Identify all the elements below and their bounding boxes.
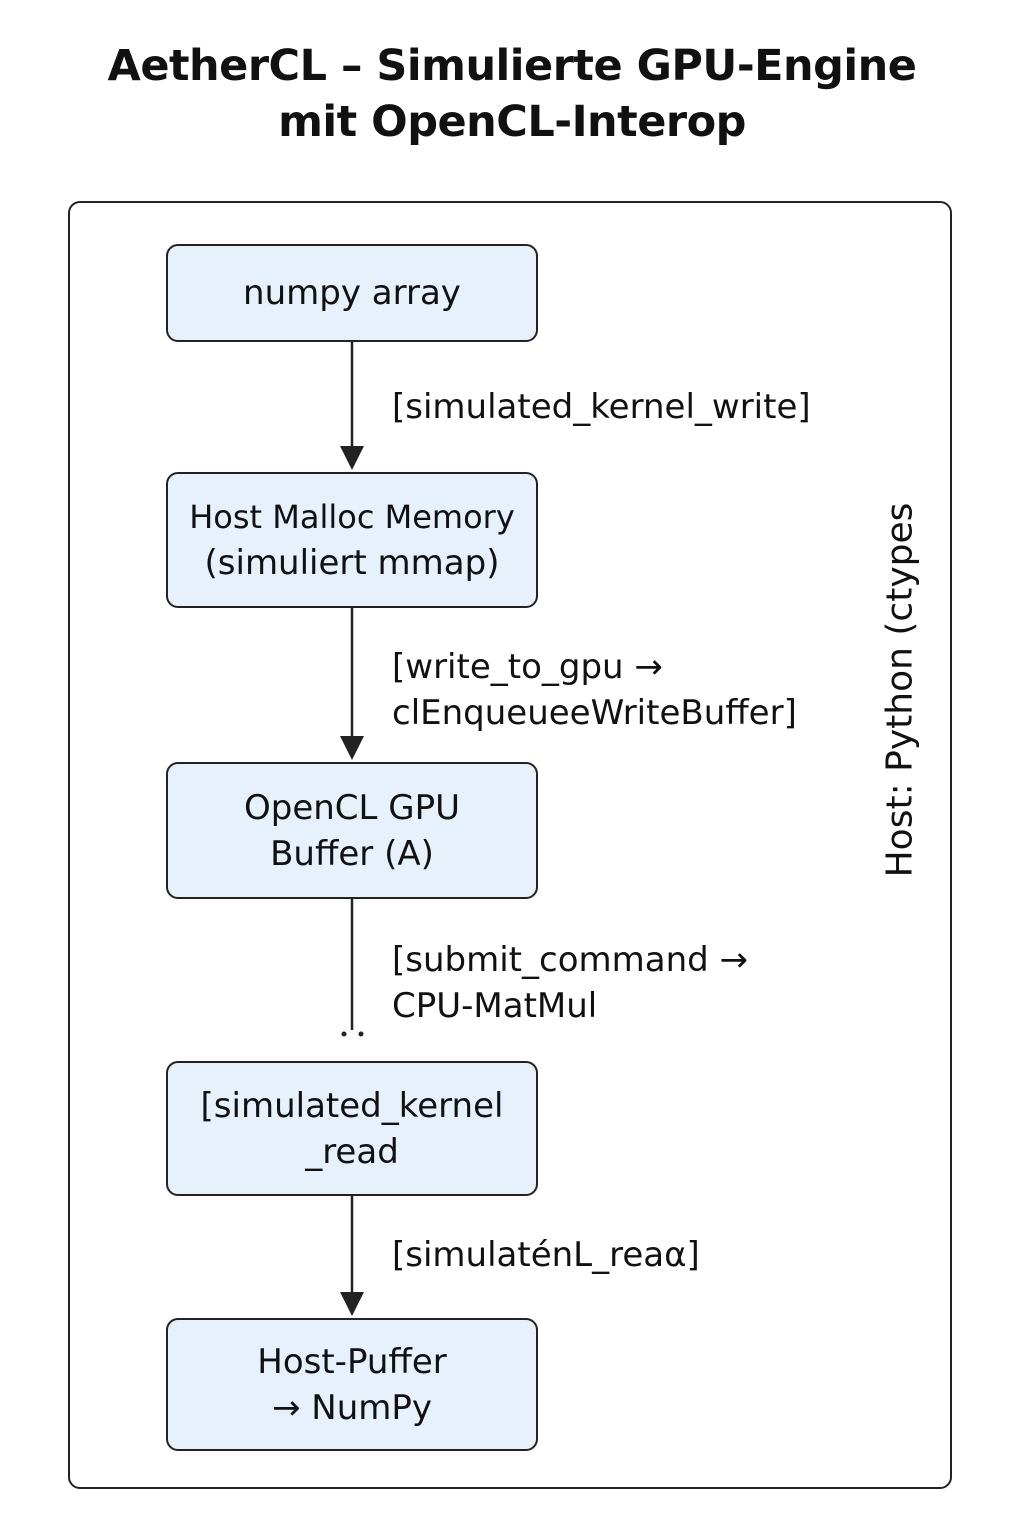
- node-simulated-kernel-read: [simulated_kernel _read: [166, 1061, 538, 1196]
- node-5-line-1: Host-Puffer: [257, 1341, 447, 1382]
- title-line-1: AetherCL – Simulierte GPU-Engine: [107, 41, 917, 91]
- node-3-line-1: OpenCL GPU: [243, 787, 461, 828]
- arrow-3-dot-right: [358, 1031, 364, 1037]
- edge-label-3: [submit_command → CPU-MatMul: [392, 937, 748, 1029]
- host-frame: [68, 201, 952, 1489]
- arrowhead-4: [340, 1292, 364, 1316]
- host-python-label: Host: Python (ctypes: [879, 502, 921, 878]
- edge-label-4: [simulaténL_reaα]: [392, 1232, 700, 1278]
- arrowhead-2: [340, 736, 364, 760]
- title-line-2: mit OpenCL-Interop: [278, 97, 746, 147]
- node-4-line-2: _read: [305, 1131, 399, 1172]
- edge-label-2: [write_to_gpu → clEnqueueeWriteBuffer]: [392, 644, 797, 736]
- node-host-malloc-memory: Host Malloc Memory (simuliert mmap): [166, 472, 538, 608]
- edge-3-line-1: [submit_command →: [392, 940, 749, 980]
- node-3-line-2: Buffer (A): [270, 833, 434, 874]
- node-1-line-1: numpy array: [243, 273, 461, 313]
- arrowhead-1: [340, 446, 364, 470]
- edge-label-1: [simulated_kernel_write]: [392, 384, 811, 430]
- edge-4-line-1: [simulaténL_reaα]: [392, 1235, 700, 1275]
- node-numpy-array: numpy array: [166, 244, 538, 342]
- node-opencl-gpu-buffer: OpenCL GPU Buffer (A): [166, 762, 538, 899]
- node-5-line-2: → NumPy: [271, 1387, 433, 1428]
- node-host-puffer-numpy: Host-Puffer → NumPy: [166, 1318, 538, 1451]
- node-2-line-2: (simuliert mmap): [204, 543, 500, 583]
- edge-1-line-1: [simulated_kernel_write]: [392, 387, 811, 427]
- edge-2-line-2: clEnqueueeWriteBuffer]: [392, 693, 797, 733]
- edge-3-line-2: CPU-MatMul: [392, 986, 598, 1026]
- node-4-line-1: [simulated_kernel: [200, 1085, 504, 1126]
- edge-2-line-1: [write_to_gpu →: [392, 647, 663, 687]
- arrow-3-dot-left: [341, 1031, 347, 1037]
- diagram-title: AetherCL – Simulierte GPU-Engine mit Ope…: [0, 38, 1024, 150]
- node-2-line-1: Host Malloc Memory: [189, 498, 515, 536]
